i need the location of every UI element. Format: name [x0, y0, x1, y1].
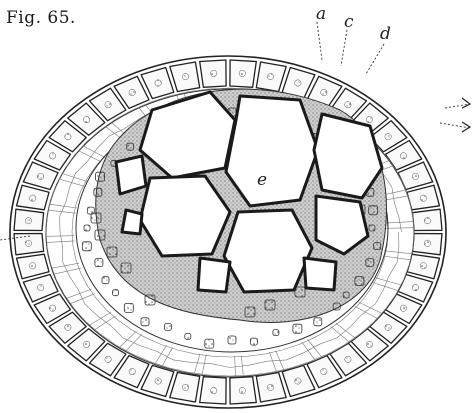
- cell-nucleus: [345, 356, 351, 362]
- cell-nucleus: [321, 368, 327, 374]
- label-c: c: [344, 12, 354, 32]
- small-cell: [343, 292, 349, 298]
- cell-nucleus: [37, 173, 43, 179]
- label-d: d: [380, 24, 391, 44]
- vessel-cell: [226, 96, 318, 206]
- cell-nucleus: [49, 153, 55, 159]
- small-cell: [355, 277, 364, 286]
- cell-nucleus: [83, 341, 89, 347]
- cell-nucleus: [49, 305, 55, 311]
- cell-nucleus: [155, 378, 161, 384]
- label-e: e: [257, 170, 267, 190]
- cell-nucleus: [37, 284, 43, 290]
- small-cell: [96, 172, 105, 181]
- small-cell: [273, 330, 279, 336]
- cell-nucleus: [412, 173, 418, 179]
- small-cell: [95, 230, 105, 240]
- small-cell: [369, 206, 378, 215]
- cell-nucleus: [29, 195, 35, 201]
- cell-nucleus: [295, 80, 301, 86]
- small-cell: [94, 188, 102, 196]
- small-cell: [127, 143, 134, 150]
- cell-nucleus: [267, 384, 273, 390]
- small-cell: [82, 242, 91, 251]
- cell-nucleus: [420, 263, 426, 269]
- small-cell: [333, 303, 340, 310]
- cell-nucleus: [424, 218, 430, 224]
- small-cell: [124, 303, 133, 312]
- cell-nucleus: [400, 305, 406, 311]
- small-cell: [91, 213, 101, 223]
- small-cell: [113, 290, 119, 296]
- small-cell: [95, 259, 103, 267]
- small-cell: [107, 247, 117, 257]
- small-cell: [205, 339, 214, 348]
- cell-nucleus: [239, 387, 245, 393]
- small-cell: [369, 225, 375, 231]
- cell-nucleus: [366, 341, 372, 347]
- cell-nucleus: [155, 80, 161, 86]
- cell-nucleus: [129, 368, 135, 374]
- small-cell: [245, 307, 255, 317]
- cell-nucleus: [211, 70, 217, 76]
- cell-nucleus: [83, 116, 89, 122]
- small-cell: [121, 263, 131, 273]
- cell-nucleus: [321, 89, 327, 95]
- cell-nucleus: [25, 218, 31, 224]
- vessel-cell: [198, 258, 230, 292]
- cell-nucleus: [182, 73, 188, 79]
- small-cell: [102, 277, 109, 284]
- small-cell: [295, 287, 305, 297]
- cell-nucleus: [65, 324, 71, 330]
- small-cell: [145, 295, 155, 305]
- small-cell: [141, 318, 149, 326]
- cell-nucleus: [25, 240, 31, 246]
- small-cell: [250, 338, 257, 345]
- cell-nucleus: [400, 153, 406, 159]
- vessel-cell: [304, 258, 336, 290]
- cell-nucleus: [420, 195, 426, 201]
- cell-nucleus: [412, 284, 418, 290]
- cell-nucleus: [182, 384, 188, 390]
- small-cell: [366, 259, 374, 267]
- cell-nucleus: [211, 387, 217, 393]
- small-cell: [228, 336, 236, 344]
- small-cell: [293, 324, 302, 333]
- cell-nucleus: [385, 324, 391, 330]
- small-cell: [185, 333, 191, 339]
- cell-nucleus: [424, 240, 430, 246]
- small-cell: [314, 318, 322, 326]
- cell-nucleus: [105, 356, 111, 362]
- small-cell: [265, 300, 275, 310]
- vessel-cell: [122, 210, 142, 234]
- small-cell: [374, 243, 381, 250]
- figure-title: Fig. 65.: [6, 8, 76, 28]
- cell-nucleus: [345, 102, 351, 108]
- cell-nucleus: [239, 70, 245, 76]
- cell-nucleus: [295, 378, 301, 384]
- vessel-cell: [224, 210, 312, 292]
- cell-nucleus: [65, 134, 71, 140]
- label-a: a: [316, 4, 326, 24]
- small-cell: [84, 225, 90, 231]
- cell-nucleus: [129, 89, 135, 95]
- cell-nucleus: [385, 134, 391, 140]
- cell-nucleus: [267, 73, 273, 79]
- cell-nucleus: [29, 263, 35, 269]
- small-cell: [165, 323, 172, 330]
- cell-nucleus: [105, 102, 111, 108]
- vessel-cell: [116, 156, 146, 194]
- cell-nucleus: [366, 116, 372, 122]
